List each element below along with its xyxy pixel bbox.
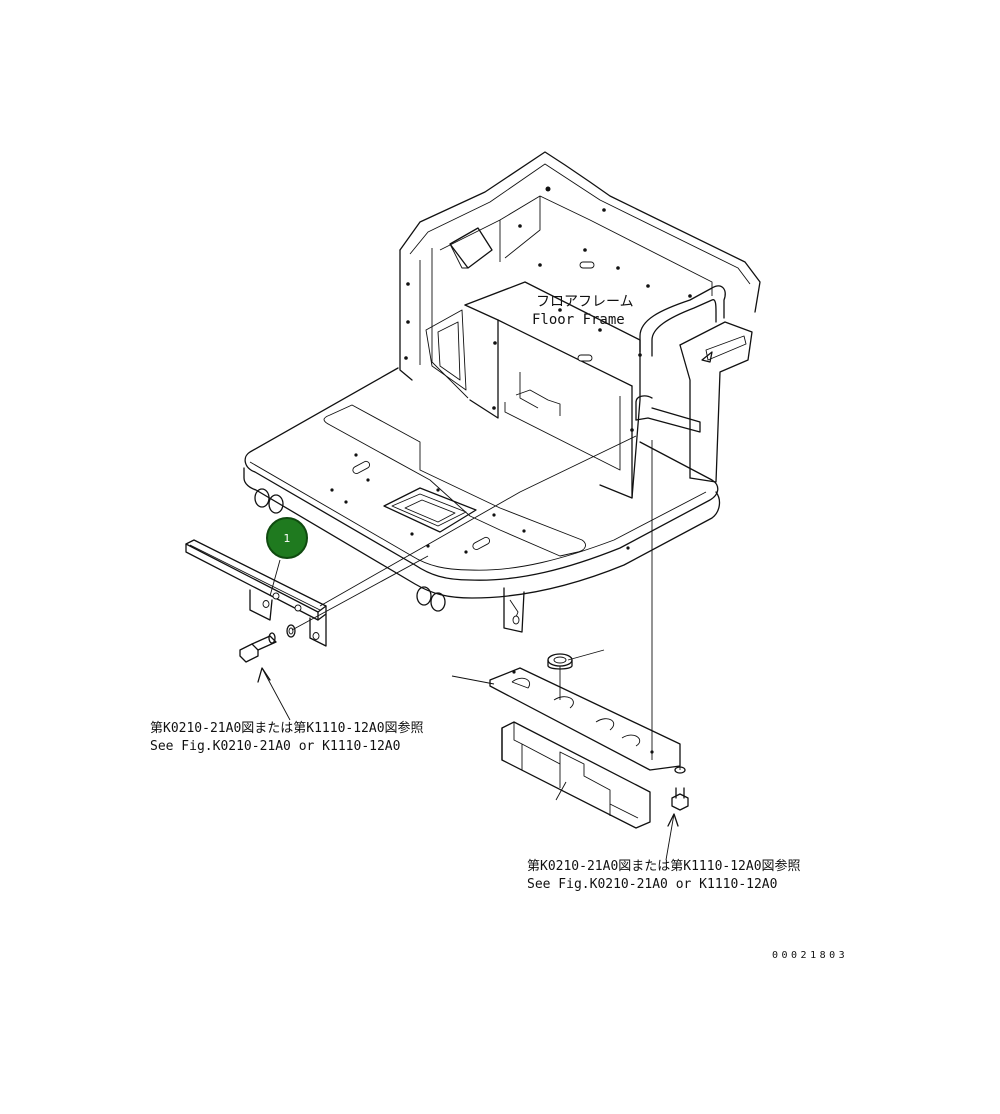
front-bolt <box>239 624 296 663</box>
ref-right-en: See Fig.K0210-21A0 or K1110-12A0 <box>527 877 777 892</box>
floor-plate <box>243 367 721 599</box>
ref-left-jp: 第K0210-21A0図または第K1110-12A0図参照 <box>150 720 424 736</box>
ref-link-right[interactable]: 第K0210-21A0図または第K1110-12A0図参照 See Fig.K0… <box>527 858 801 892</box>
bracket-plate <box>489 667 681 771</box>
callout-1-number: 1 <box>284 532 291 545</box>
ref-link-left[interactable]: 第K0210-21A0図または第K1110-12A0図参照 See Fig.K0… <box>150 720 424 754</box>
cover-channel <box>501 721 651 829</box>
right-grab-rail <box>635 285 726 433</box>
mounting-holes <box>404 186 692 432</box>
rear-bolt <box>671 766 689 811</box>
leader-lines <box>257 435 681 861</box>
mounting-lugs <box>254 488 525 633</box>
callout-1-part-1[interactable]: 1 <box>266 517 308 559</box>
floor-frame: フロアフレーム Floor Frame <box>243 151 761 633</box>
floor-frame-label-en: Floor Frame <box>532 312 625 328</box>
floor-frame-label-jp: フロアフレーム <box>536 294 634 310</box>
front-bracket-part <box>185 539 327 647</box>
ref-right-jp: 第K0210-21A0図または第K1110-12A0図参照 <box>527 858 801 874</box>
drawing-number: 00021803 <box>772 950 848 961</box>
ref-left-en: See Fig.K0210-21A0 or K1110-12A0 <box>150 739 400 754</box>
